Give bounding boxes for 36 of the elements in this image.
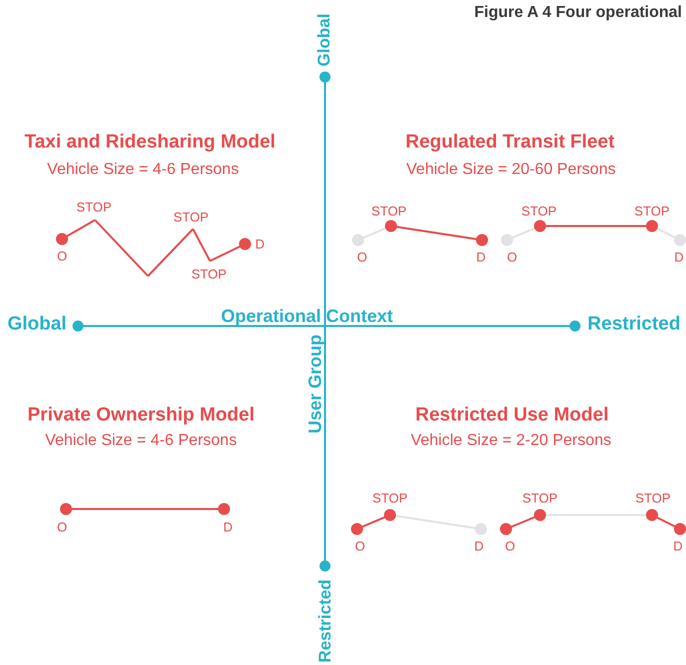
stop-label: STOP bbox=[76, 200, 112, 214]
quadrant-title: Regulated Transit Fleet bbox=[405, 132, 615, 152]
quadrant-title: Private Ownership Model bbox=[28, 406, 254, 424]
destination-label: D bbox=[674, 250, 684, 264]
vehicle-size-text: Vehicle Size = 4-6 Persons bbox=[47, 162, 239, 178]
quadrant-title: Restricted Use Model bbox=[415, 406, 609, 424]
stop-label: STOP bbox=[372, 492, 408, 504]
stop-label: STOP bbox=[521, 204, 557, 218]
axis-title: Operational Context bbox=[220, 307, 394, 325]
destination-label: D bbox=[673, 540, 683, 552]
vehicle-size-text: Vehicle Size = 2-20 Persons bbox=[410, 433, 612, 449]
stop-label: STOP bbox=[173, 210, 209, 224]
figure-title: Figure A 4 Four operational bbox=[474, 4, 682, 22]
stop-label: STOP bbox=[634, 204, 670, 218]
quadrant-title: Taxi and Ridesharing Model bbox=[24, 132, 276, 152]
destination-label: D bbox=[223, 520, 233, 534]
destination-label: D bbox=[474, 540, 484, 552]
axis-label: Restricted bbox=[588, 314, 680, 334]
stop-label: STOP bbox=[635, 492, 671, 504]
origin-label: O bbox=[56, 250, 68, 262]
axis-label: Global bbox=[7, 314, 67, 334]
axis-label: Restricted bbox=[316, 579, 334, 663]
axis-label: Global bbox=[316, 14, 332, 66]
origin-label: O bbox=[56, 520, 68, 534]
axis-title: User Group bbox=[306, 334, 324, 434]
stop-label: STOP bbox=[371, 204, 407, 218]
destination-label: D bbox=[476, 250, 486, 264]
origin-label: O bbox=[506, 250, 518, 264]
vehicle-size-text: Vehicle Size = 4-6 Persons bbox=[45, 433, 237, 449]
origin-label: O bbox=[504, 540, 516, 552]
stop-label: STOP bbox=[191, 268, 227, 280]
origin-label: O bbox=[356, 250, 368, 264]
vehicle-size-text: Vehicle Size = 20-60 Persons bbox=[406, 162, 616, 178]
origin-label: O bbox=[354, 540, 366, 552]
destination-label: D bbox=[255, 238, 265, 250]
stop-label: STOP bbox=[522, 492, 558, 504]
